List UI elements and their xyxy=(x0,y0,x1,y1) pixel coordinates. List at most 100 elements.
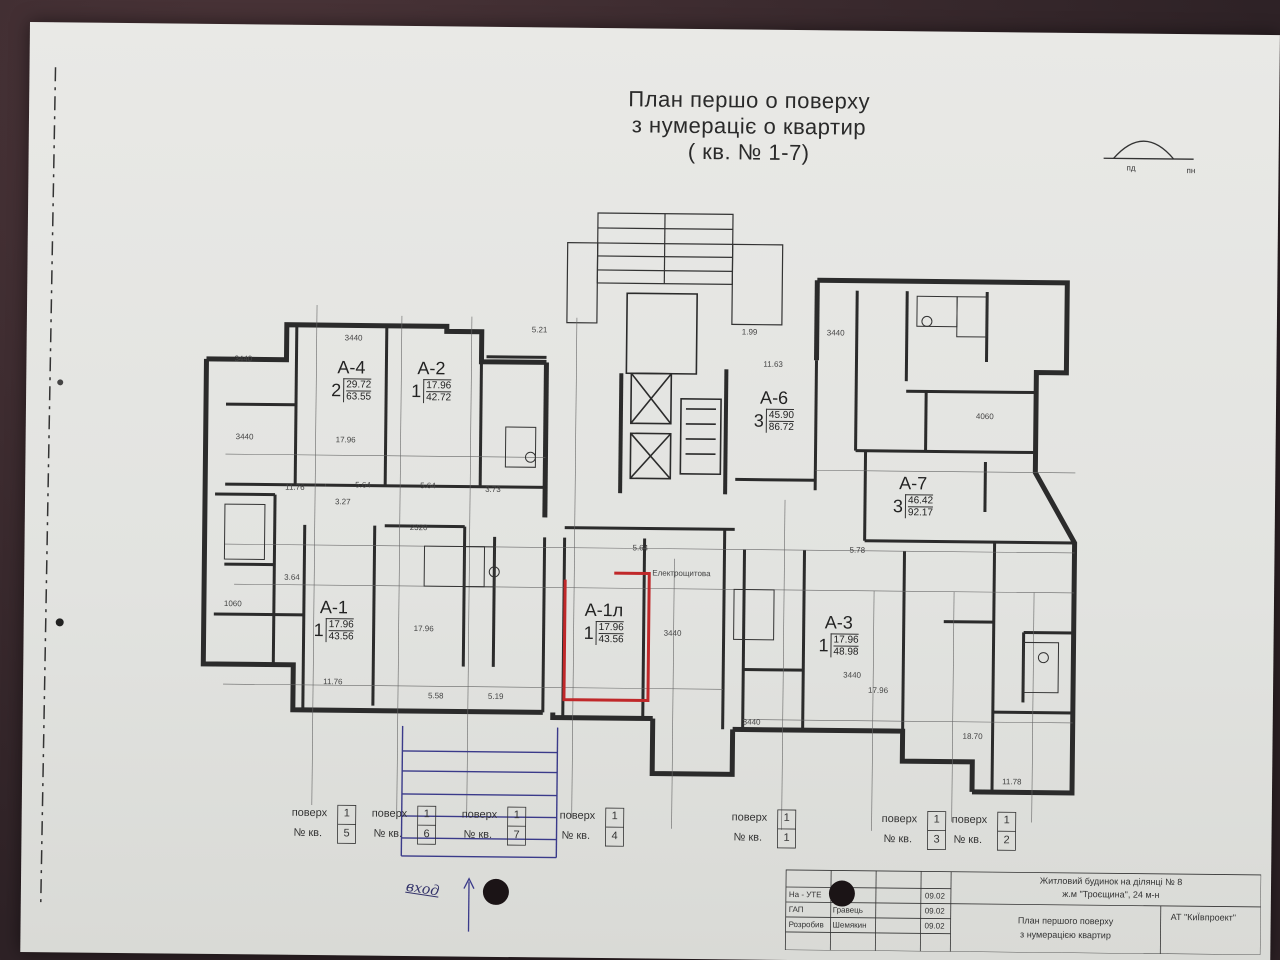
apartment-rooms: 1 xyxy=(313,619,324,640)
dimension-lines xyxy=(223,305,1076,831)
floor-plan-sheet: План першо о поверху з нумераціє о кварт… xyxy=(20,22,1280,960)
stamp-project: Житловий будинок на ділянці № 8 xyxy=(1039,875,1183,888)
floor-table-1-floor-value: 1 xyxy=(343,807,350,820)
apartment-rooms: 3 xyxy=(753,410,764,431)
apartment-total-area: 43.56 xyxy=(598,632,624,646)
floor-table-1-apt-value: 5 xyxy=(343,827,350,840)
apartment-living-area: 17.96 xyxy=(598,621,624,634)
dimension-label: 5.64 xyxy=(632,543,649,553)
apartment-code: А-2 xyxy=(417,358,446,379)
apartment-rooms: 1 xyxy=(411,380,422,401)
floor-table-2-floor-value: 1 xyxy=(513,809,520,822)
highlighted-apartment-outline xyxy=(562,571,651,703)
stamp-row-date: 09.02 xyxy=(924,906,945,916)
dimension-label: 3440 xyxy=(344,333,363,343)
outer-walls xyxy=(200,277,1078,796)
floor-table-2-apt-value: 7 xyxy=(513,829,520,842)
dimension-label: 11.76 xyxy=(285,482,305,492)
dimension-label: 5.21 xyxy=(531,325,548,335)
floor-table-5-apt-value: 3 xyxy=(933,833,940,846)
floor-table-4-floor-label: поверх xyxy=(731,811,768,824)
apartment-code: А-4 xyxy=(337,357,366,378)
entrance-arrow xyxy=(463,877,475,932)
stamp-row-role: На - УТЕ xyxy=(788,889,822,900)
apartment-living-area: 17.96 xyxy=(328,619,354,631)
stamp-row-date: 09.02 xyxy=(924,891,945,901)
dimension-label: 3.73 xyxy=(485,484,501,494)
floor-table-2-apt-label: № кв. xyxy=(463,828,493,841)
dimension-label: 3.27 xyxy=(334,497,351,507)
entrance-stairs xyxy=(400,725,559,859)
dimension-label: 5.19 xyxy=(487,691,504,701)
stamp-row-role: Розробив xyxy=(788,919,824,930)
apartment-total-area: 43.56 xyxy=(328,630,354,643)
compass-label-north: пн xyxy=(1186,166,1196,176)
dimension-label: 11.63 xyxy=(763,359,783,369)
dimension-label: 5.58 xyxy=(427,691,444,701)
compass-symbol xyxy=(1103,140,1194,160)
dimension-label: 3440 xyxy=(234,354,253,364)
floor-table-6-apt-value: 2 xyxy=(1003,834,1010,847)
dimension-label: 3.64 xyxy=(284,572,300,582)
dimension-label: 17.96 xyxy=(868,685,889,696)
dimension-label: 3440 xyxy=(843,670,862,680)
stamp-row-role: ГАП xyxy=(788,904,804,915)
dimension-label: 4060 xyxy=(975,411,994,422)
apartment-living-area: 17.96 xyxy=(426,380,452,392)
apartment-living-area: 17.96 xyxy=(833,634,859,646)
title-block-stamp xyxy=(784,869,1262,955)
floor-table-4-floor-value: 1 xyxy=(783,811,790,825)
apartment-total-area: 86.72 xyxy=(768,420,794,434)
floor-table-6-floor-label: поверх xyxy=(951,813,988,827)
apartment-code: А-7 xyxy=(899,473,928,494)
stamp-sheet-title-2: з нумерацією квартир xyxy=(1020,929,1111,941)
apartment-living-area: 46.42 xyxy=(907,495,934,507)
dimension-label: 3440 xyxy=(742,717,761,727)
floor-table-extra-apt-value: 6 xyxy=(423,828,430,841)
floor-table-extra-floor-value: 1 xyxy=(423,808,430,821)
floor-table-3-floor-value: 1 xyxy=(611,810,618,823)
dimension-label: 1060 xyxy=(223,599,242,609)
apartment-total-area: 63.55 xyxy=(346,390,372,403)
apartment-rooms: 1 xyxy=(583,622,594,643)
dimension-label: 17.96 xyxy=(413,624,434,634)
binding-dot xyxy=(55,618,64,627)
dimension-label: 1.99 xyxy=(741,327,758,337)
floor-table-2-floor-label: поверх xyxy=(461,808,498,821)
dimension-label: 3440 xyxy=(235,432,254,442)
floor-table-5-floor-label: поверх xyxy=(881,812,918,826)
dimension-label: 11.78 xyxy=(1002,777,1022,787)
apartment-code: А-6 xyxy=(760,387,789,408)
apartment-living-area: 29.72 xyxy=(346,379,372,391)
stamp-company: АТ "КиЇвпроект" xyxy=(1170,911,1237,923)
floor-table-3-apt-label: № кв. xyxy=(561,829,591,842)
floor-table-extra-apt-label: № кв. xyxy=(373,827,403,840)
floor-table-5-floor-value: 1 xyxy=(933,813,940,826)
bathroom-fixtures xyxy=(223,295,1060,694)
floor-plan-drawing xyxy=(40,67,1262,955)
apartment-code: А-1л xyxy=(584,599,624,621)
plan-title-line-2: з нумераціє о квартир xyxy=(631,112,867,140)
apartment-code: А-3 xyxy=(824,612,853,633)
apartment-rooms: 1 xyxy=(818,634,829,655)
floor-table-3-floor-label: поверх xyxy=(559,809,596,822)
dimension-label: 17.96 xyxy=(335,435,356,445)
stamp-row-name: Шемякин xyxy=(832,920,867,930)
dimension-label: Електрощитова xyxy=(652,568,711,579)
dimension-label: 3440 xyxy=(826,328,845,338)
apartment-total-area: 42.72 xyxy=(426,391,452,404)
floor-table-4-apt-label: № кв. xyxy=(733,831,763,844)
floor-table-1-apt-label: № кв. xyxy=(293,826,323,840)
plan-title-line-3: ( кв. № 1-7) xyxy=(687,138,810,166)
apartment-living-area: 45.90 xyxy=(768,409,795,422)
stamp-location: ж.м "Троєщина", 24 м-н xyxy=(1062,888,1160,900)
